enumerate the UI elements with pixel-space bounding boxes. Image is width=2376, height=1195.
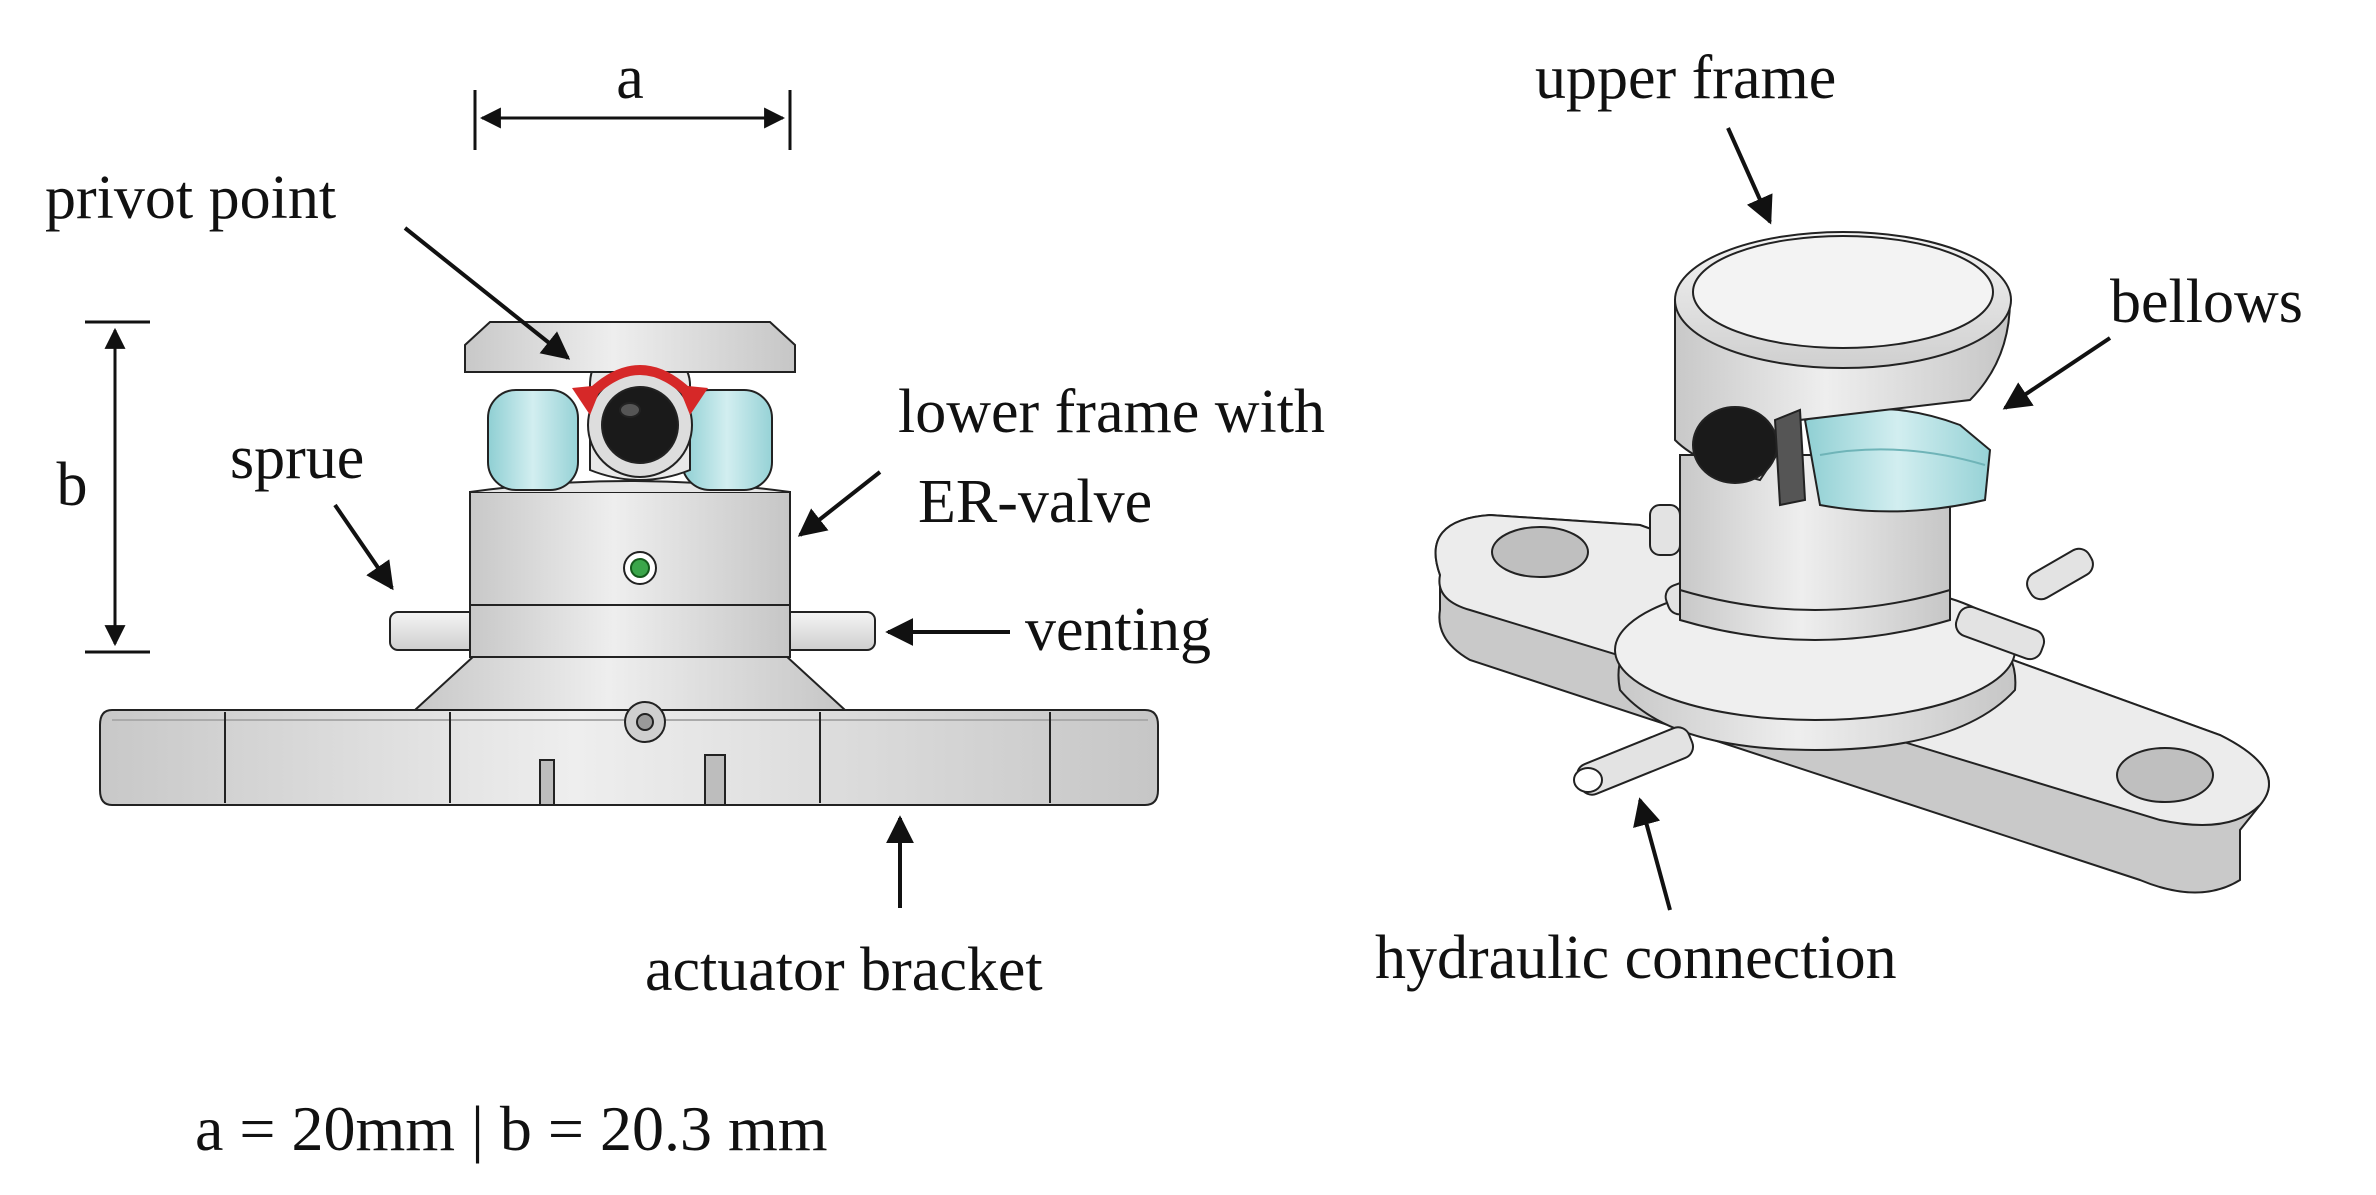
- bellows-leader: [2002, 336, 2112, 410]
- lower-frame-label-line1: lower frame with: [898, 378, 1325, 446]
- upper-frame-leader: [1726, 127, 1773, 225]
- bellows-label: bellows: [2110, 268, 2303, 336]
- pivot-label: privot point: [45, 164, 336, 232]
- dimension-a-label: a: [616, 44, 644, 112]
- isometric-view: [1434, 231, 2270, 894]
- sprue-leader: [333, 503, 394, 591]
- hydraulic-label: hydraulic connection: [1375, 924, 1897, 992]
- cone-base: [412, 654, 848, 711]
- dimension-b-label: b: [57, 451, 88, 519]
- bellows-front: [487, 389, 773, 491]
- upper-frame-label: upper frame: [1535, 44, 1836, 112]
- iso-bellows: [1803, 407, 1992, 513]
- dimensions-footer: a = 20mm | b = 20.3 mm: [195, 1093, 828, 1164]
- venting-label: venting: [1025, 596, 1211, 664]
- iso-upper-frame: [1674, 231, 2012, 507]
- actuator-bracket-label: actuator bracket: [645, 936, 1043, 1004]
- dimension-b: [85, 320, 150, 654]
- dimension-a: [473, 90, 792, 150]
- pivot-leader: [403, 226, 571, 360]
- actuator-bracket-part: [99, 709, 1159, 806]
- lower-frame-part: [469, 480, 791, 658]
- lower-frame-leader: [797, 470, 882, 537]
- upper-frame-front: [464, 321, 796, 373]
- lower-frame-label-line2: ER-valve: [918, 468, 1152, 536]
- front-view: [99, 321, 1159, 806]
- hydraulic-leader: [1633, 797, 1672, 911]
- sprue-label: sprue: [230, 424, 364, 492]
